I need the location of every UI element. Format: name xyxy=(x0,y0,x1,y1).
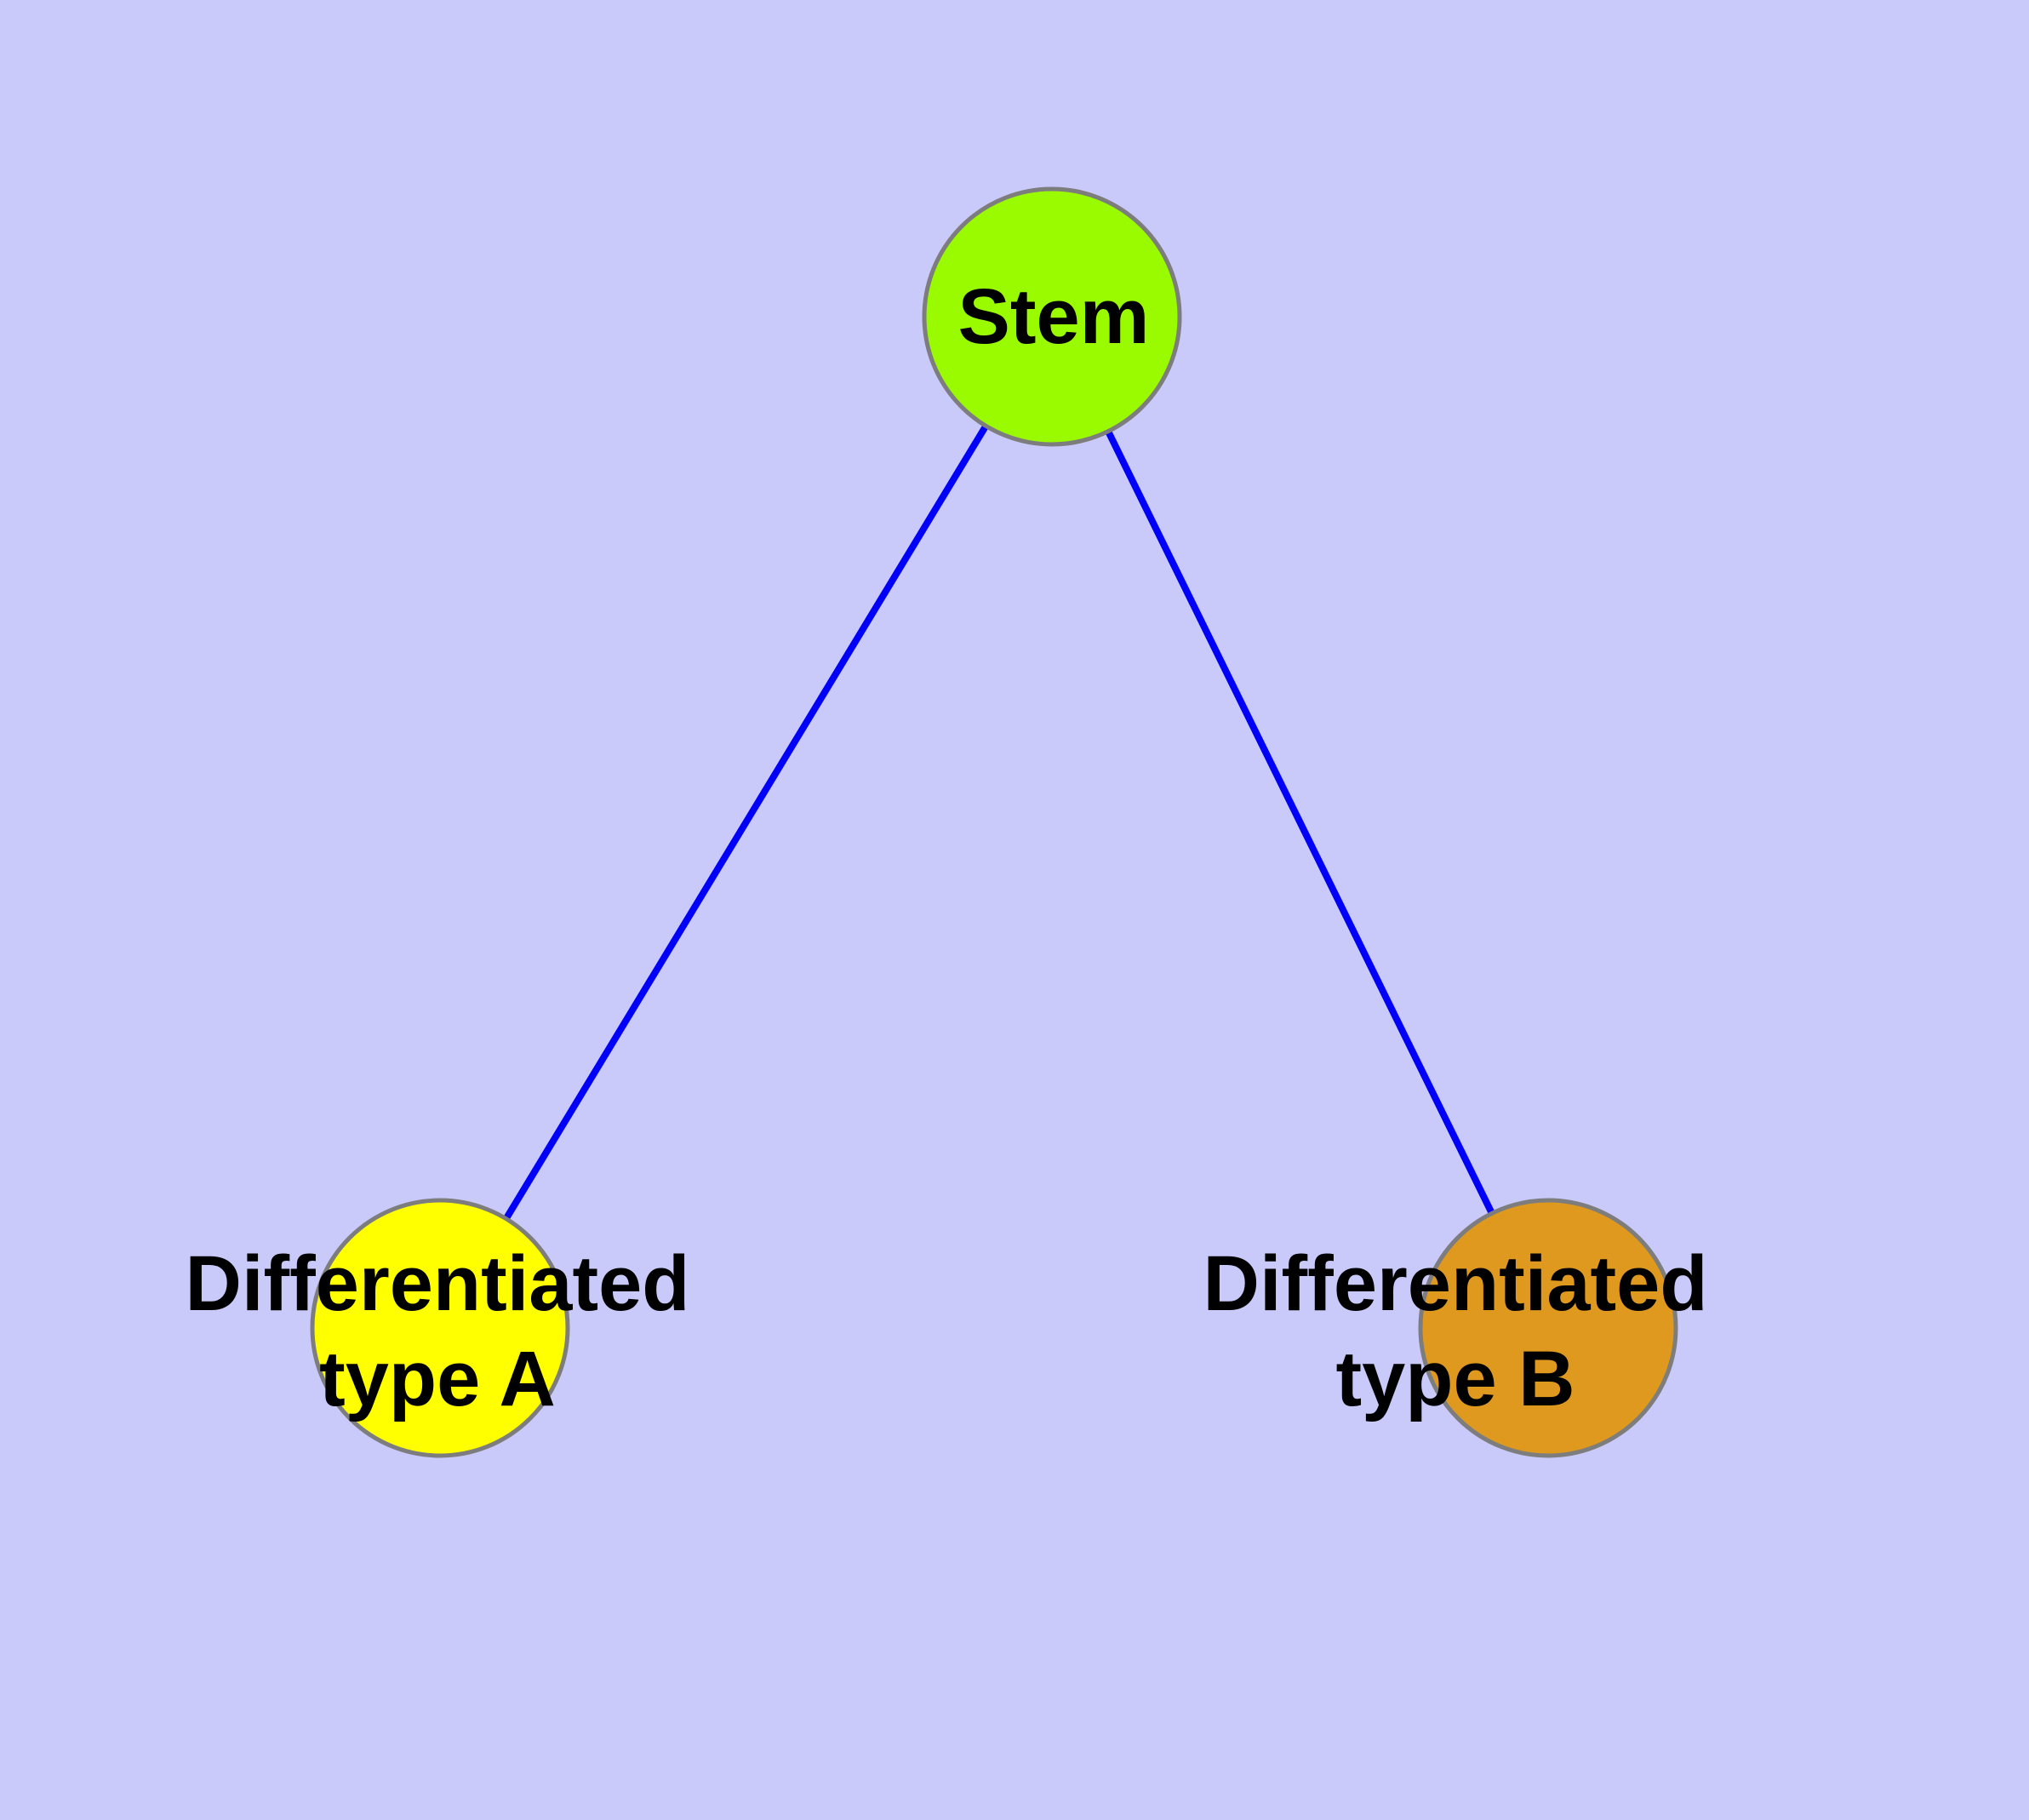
node-label-stem-line-1: Stem xyxy=(957,273,1150,360)
node-label-type-a: Differentiated type A xyxy=(186,1236,690,1427)
node-label-type-b-line-2: type B xyxy=(1335,1335,1575,1422)
node-label-type-b-line-1: Differentiated xyxy=(1203,1239,1708,1327)
node-label-type-a-line-1: Differentiated xyxy=(185,1239,690,1327)
edge-stem-to-type-a xyxy=(437,314,1055,1331)
node-label-stem: Stem xyxy=(958,269,1150,364)
node-type-a-circle xyxy=(310,1198,570,1458)
node-label-type-b: Differentiated type B xyxy=(1203,1236,1708,1427)
node-label-type-a-line-2: type A xyxy=(319,1335,556,1422)
node-type-b-circle xyxy=(1418,1198,1678,1458)
node-stem-circle xyxy=(922,186,1182,447)
edge-stem-to-type-b xyxy=(1049,315,1552,1330)
